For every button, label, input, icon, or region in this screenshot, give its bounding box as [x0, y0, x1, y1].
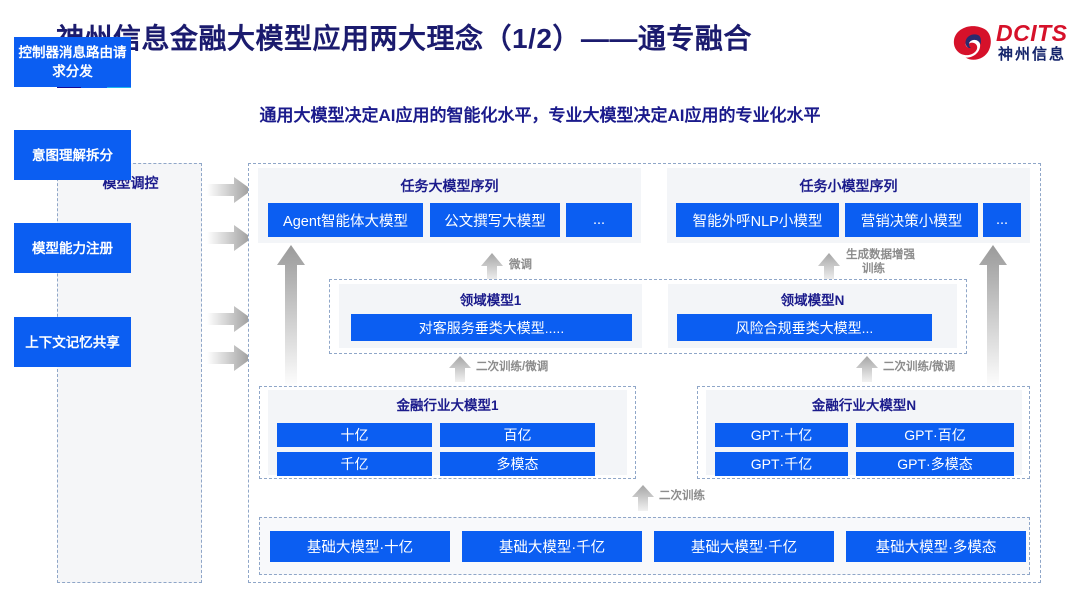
- flow-label-retrain-finetune-left: 二次训练/微调: [476, 361, 549, 373]
- chip-industry1-qianyi[interactable]: 千亿: [277, 452, 432, 476]
- chip-agent-large-model[interactable]: Agent智能体大模型: [268, 203, 423, 237]
- sidebar-item-intent-understanding[interactable]: 意图理解拆分: [14, 130, 131, 180]
- industry-model-1-title: 金融行业大模型1: [396, 398, 499, 413]
- flow-label-data-augmentation-line1: 生成数据增强: [846, 249, 915, 261]
- chip-document-writing-model[interactable]: 公文撰写大模型: [430, 203, 560, 237]
- up-arrow-icon-left-tall: [277, 245, 305, 388]
- logo-brand-cn-text: 神州信息: [998, 46, 1067, 63]
- task-small-model-sequence-title: 任务小模型序列: [799, 178, 898, 194]
- flow-label-retrain: 二次训练: [659, 490, 705, 502]
- up-arrow-icon-data-augmentation: [818, 253, 840, 281]
- domain-model-1-title: 领域模型1: [459, 293, 522, 308]
- domain-model-n-title: 领域模型N: [780, 293, 845, 308]
- chip-industryn-gpt-baiyi[interactable]: GPT·百亿: [856, 423, 1014, 447]
- chip-base-model-qianyi-1[interactable]: 基础大模型·千亿: [462, 531, 642, 562]
- chip-risk-compliance-vertical-model[interactable]: 风险合规垂类大模型...: [677, 314, 932, 341]
- chip-industryn-gpt-shiyi[interactable]: GPT·十亿: [715, 423, 848, 447]
- right-arrow-icon-3: [207, 306, 252, 332]
- up-arrow-icon-retrain-left: [449, 356, 471, 382]
- right-arrow-icon-1: [207, 177, 252, 203]
- chip-customer-service-vertical-model[interactable]: 对客服务垂类大模型.....: [351, 314, 632, 341]
- chip-marketing-decision-small-model[interactable]: 营销决策小模型: [845, 203, 978, 237]
- right-arrow-icon-2: [207, 225, 252, 251]
- page-title: 神州信息金融大模型应用两大理念（1/2）——通专融合: [56, 23, 752, 54]
- chip-base-model-multimodal[interactable]: 基础大模型·多模态: [846, 531, 1026, 562]
- task-large-model-sequence-title: 任务大模型序列: [400, 178, 499, 194]
- page-header: 神州信息金融大模型应用两大理念（1/2）——通专融合 DCITS 神州信息: [0, 0, 1080, 92]
- dcits-logo: DCITS 神州信息: [952, 20, 1070, 70]
- chip-industryn-gpt-qianyi[interactable]: GPT·千亿: [715, 452, 848, 476]
- chip-industry1-multimodal[interactable]: 多模态: [440, 452, 595, 476]
- sidebar-item-controller-routing[interactable]: 控制器消息路由请求分发: [14, 37, 131, 87]
- up-arrow-icon-finetune: [481, 253, 503, 281]
- right-arrow-icon-4: [207, 345, 252, 371]
- chip-industry1-baiyi[interactable]: 百亿: [440, 423, 595, 447]
- industry-model-n-title: 金融行业大模型N: [811, 398, 917, 413]
- chip-industryn-gpt-multimodal[interactable]: GPT·多模态: [856, 452, 1014, 476]
- flow-label-data-augmentation-line2: 训练: [862, 263, 885, 275]
- logo-swirl-icon: [953, 26, 991, 60]
- chip-base-model-shiyi[interactable]: 基础大模型·十亿: [270, 531, 450, 562]
- sidebar-item-context-memory-sharing[interactable]: 上下文记忆共享: [14, 317, 131, 367]
- up-arrow-icon-retrain-base: [632, 485, 654, 511]
- sidebar-item-capability-registry[interactable]: 模型能力注册: [14, 223, 131, 273]
- chip-more-left[interactable]: ...: [566, 203, 632, 237]
- chip-base-model-qianyi-2[interactable]: 基础大模型·千亿: [654, 531, 834, 562]
- flow-label-retrain-finetune-right: 二次训练/微调: [883, 361, 956, 373]
- up-arrow-icon-right-tall: [979, 245, 1007, 388]
- chip-outbound-nlp-small-model[interactable]: 智能外呼NLP小模型: [676, 203, 839, 237]
- chip-more-right[interactable]: ...: [983, 203, 1021, 237]
- chip-industry1-shiyi[interactable]: 十亿: [277, 423, 432, 447]
- up-arrow-icon-retrain-right: [856, 356, 878, 382]
- page-subtitle: 通用大模型决定AI应用的智能化水平，专业大模型决定AI应用的专业化水平: [259, 106, 821, 125]
- flow-label-finetune: 微调: [509, 259, 532, 271]
- logo-brand-text: DCITS: [996, 20, 1068, 46]
